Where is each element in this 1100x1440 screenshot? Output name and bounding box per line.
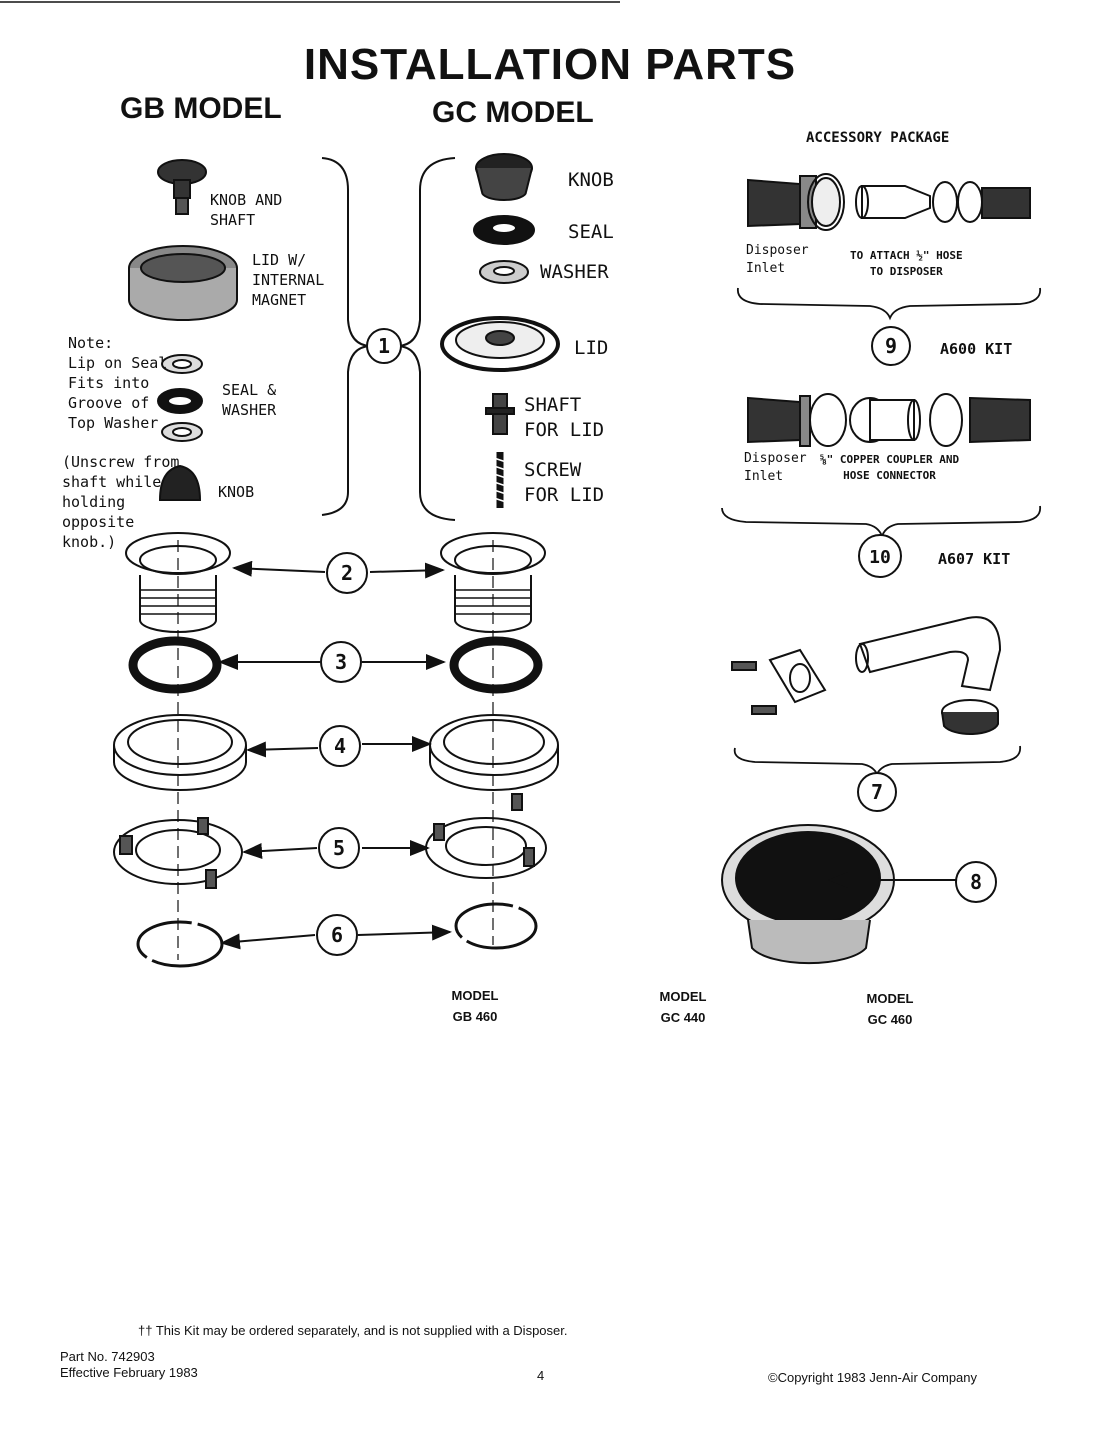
- page-number: 4: [537, 1368, 545, 1383]
- gc-shaft: [485, 393, 515, 435]
- gc-screw: [493, 452, 507, 508]
- callout-3: 3: [335, 650, 347, 674]
- gb-knob: [158, 464, 202, 501]
- kit9-number: 9: [885, 334, 897, 358]
- callout-4: 4: [334, 734, 346, 758]
- gb-knob-label: KNOB: [218, 483, 255, 501]
- model-gc460: MODEL GC 460: [866, 991, 914, 1027]
- gc-knob: [475, 153, 533, 201]
- callout-2: 2: [341, 561, 353, 585]
- gc-knob-label: KNOB: [568, 169, 614, 191]
- kit9-description: TO ATTACH ½" HOSE TO DISPOSER: [850, 249, 963, 278]
- gc-seal-label: SEAL: [568, 221, 614, 243]
- gb-knob-shaft-label: KNOB AND SHAFT: [210, 191, 283, 229]
- kit-order-note: †† This Kit may be ordered separately, a…: [138, 1323, 568, 1338]
- kit10-number: 10: [869, 547, 891, 568]
- callout-5: 5: [333, 836, 345, 860]
- gb-seal-washer-label: SEAL & WASHER: [222, 381, 277, 419]
- gc-seal: [473, 215, 535, 245]
- gb-knob-shaft: [157, 159, 207, 215]
- gc-washer-label: WASHER: [540, 261, 609, 283]
- gc-lid-label: LID: [574, 337, 609, 359]
- kit10-inlet-label: Disposer Inlet: [744, 451, 807, 484]
- model-gb460: MODEL GB 460: [451, 988, 499, 1024]
- copyright: ©Copyright 1983 Jenn-Air Company: [768, 1370, 978, 1385]
- kit10-illustration: [747, 393, 1031, 447]
- gc-shaft-label: SHAFT FOR LID: [524, 394, 605, 441]
- gc-lid: [440, 316, 560, 372]
- kit10-name: A607 KIT: [938, 550, 1011, 568]
- kit9-name: A600 KIT: [940, 340, 1013, 358]
- gb-lid-magnet-label: LID W/ INTERNAL MAGNET: [252, 251, 325, 309]
- gb-backup-ring: [113, 714, 247, 791]
- gc-gasket: [449, 636, 543, 694]
- kit9-illustration: [747, 173, 1031, 231]
- part-number: Part No. 742903: [60, 1349, 155, 1364]
- tailpipe-elbow: [731, 616, 1002, 735]
- callout-6: 6: [331, 923, 343, 947]
- accessory-heading: ACCESSORY PACKAGE: [806, 130, 950, 146]
- gc-snap-ring: [454, 902, 538, 950]
- stopper: [721, 824, 895, 965]
- callout-8: 8: [970, 870, 982, 894]
- gb-lid-magnet: [128, 245, 238, 321]
- page-title: INSTALLATION PARTS: [303, 40, 797, 89]
- kit9-inlet-label: Disposer Inlet: [746, 243, 809, 276]
- gc-screw-label: SCREW FOR LID: [524, 459, 605, 506]
- gb-model-heading: GB MODEL: [120, 92, 282, 125]
- gb-note: Note: Lip on Seal Fits into Groove of To…: [68, 334, 168, 432]
- model-gc440: MODEL GC 440: [659, 989, 707, 1025]
- effective-date: Effective February 1983: [60, 1365, 198, 1380]
- gb-gasket: [128, 636, 222, 694]
- gb-unscrew-note: (Unscrew from shaft while holding opposi…: [62, 453, 180, 551]
- gc-model-heading: GC MODEL: [432, 96, 594, 129]
- callout-7: 7: [871, 780, 883, 804]
- gc-washer: [479, 260, 529, 284]
- kit10-description: ⅝" COPPER COUPLER AND HOSE CONNECTOR: [820, 453, 960, 482]
- gb-seal-washer: [157, 354, 203, 442]
- callout-1: 1: [378, 334, 390, 358]
